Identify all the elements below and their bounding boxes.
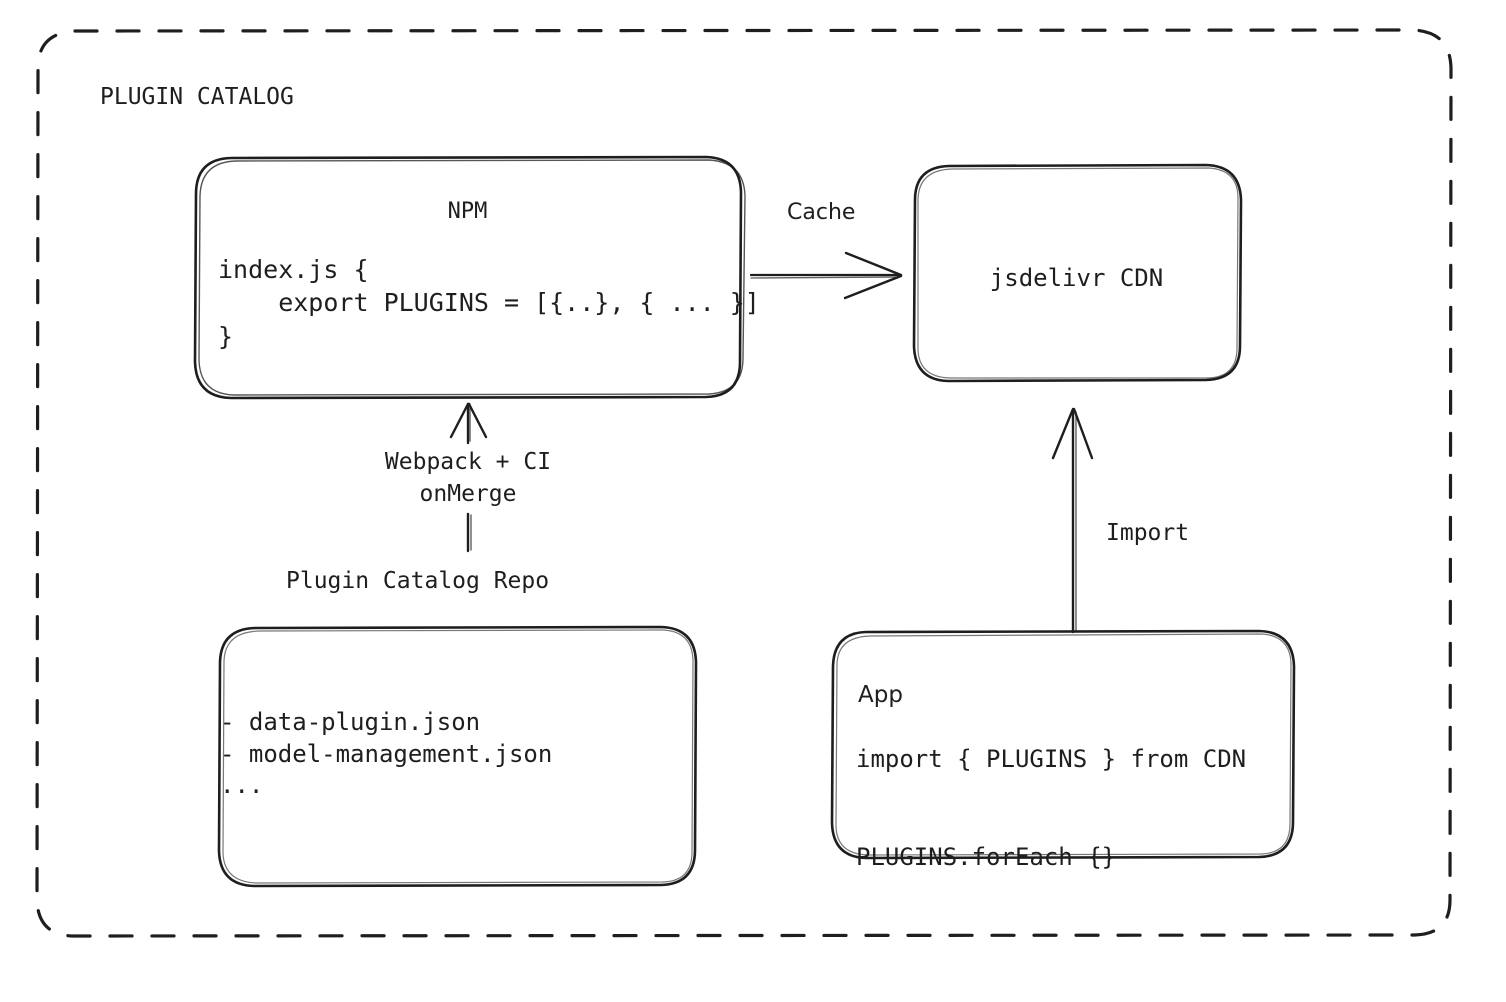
app-node-code: import { PLUGINS } from CDN PLUGINS.forE…: [856, 745, 1247, 872]
app-node-title: App: [858, 682, 903, 708]
edge-repo-to-npm: [449, 402, 488, 553]
repo-node-caption: Plugin Catalog Repo: [286, 568, 550, 594]
app-node-outline-sketch: [835, 633, 1292, 856]
npm-node-outline: [193, 155, 743, 400]
plugin-catalog-title: PLUGIN CATALOG: [100, 84, 294, 110]
npm-node-outline-sketch: [198, 159, 746, 396]
edge-label-import: Import: [1106, 520, 1190, 546]
repo-node-outline-sketch: [222, 629, 694, 884]
edge-npm-to-cdn: [749, 251, 903, 300]
cdn-node-outline-sketch: [917, 167, 1239, 379]
npm-node-code: index.js { export PLUGINS = [{..}, { ...…: [218, 255, 760, 351]
repo-node-outline: [217, 625, 698, 888]
plugin-catalog-boundary: [35, 28, 1453, 938]
edge-label-cache: Cache: [787, 200, 856, 225]
cdn-node-outline: [912, 163, 1243, 383]
cdn-node-title: jsdelivr CDN: [989, 264, 1164, 292]
edge-label-webpack-ci-onmerge: Webpack + CI onMerge: [384, 449, 552, 507]
edge-app-to-cdn: [1051, 407, 1094, 634]
app-node-outline: [830, 629, 1296, 860]
npm-node-title: NPM: [447, 199, 488, 224]
repo-node-file-list: - data-plugin.json - model-management.js…: [220, 708, 553, 800]
